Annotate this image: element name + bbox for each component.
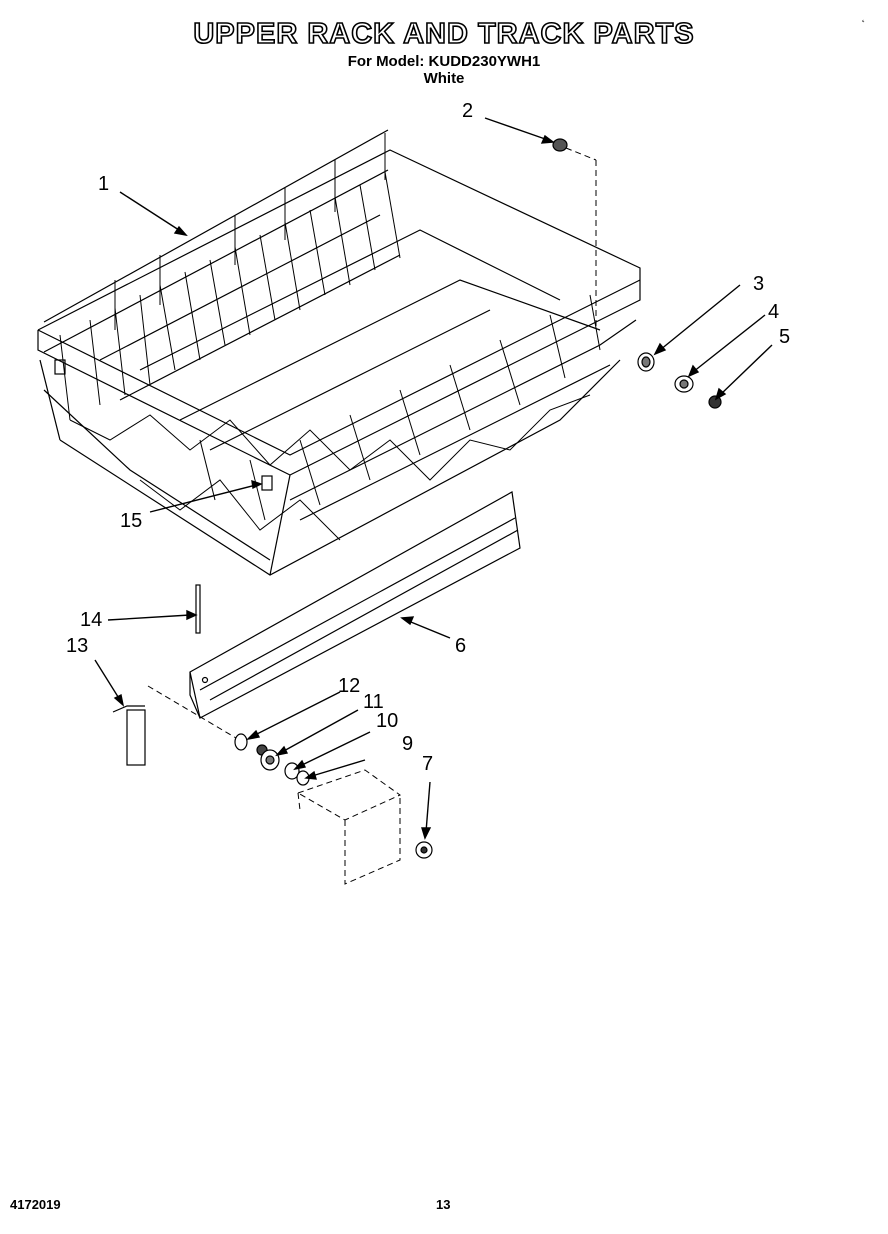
- document-number: 4172019: [10, 1197, 61, 1212]
- callout-12: 12: [338, 675, 360, 697]
- callout-3: 3: [753, 273, 764, 295]
- callout-11: 11: [363, 691, 384, 713]
- model-line: For Model: KUDD230YWH1: [347, 53, 541, 70]
- callout-9: 9: [402, 733, 413, 755]
- callout-15: 15: [120, 510, 142, 532]
- rack-rail: [189, 491, 521, 719]
- diagram-title: UPPER RACK AND TRACK PARTS: [193, 17, 695, 51]
- callout-10: 10: [376, 710, 398, 732]
- small-parts: [112, 138, 722, 859]
- callout-2: 2: [462, 100, 473, 122]
- callout-6: 6: [455, 635, 466, 657]
- leader-lines: [94, 117, 773, 840]
- callout-7: 7: [422, 753, 433, 775]
- callout-labels: 1 2 3 4 5 6 7 9 10 11 12 13 14 15: [66, 100, 790, 775]
- callout-13: 13: [66, 635, 88, 657]
- callout-14: 14: [80, 609, 102, 631]
- callout-1: 1: [98, 173, 109, 195]
- page-number: 13: [436, 1197, 451, 1212]
- color-line: White: [423, 70, 465, 87]
- callout-5: 5: [779, 326, 790, 348]
- dashed-housing: [147, 147, 597, 885]
- corner-mark: ˛: [862, 12, 866, 23]
- upper-rack: [37, 129, 641, 576]
- callout-4: 4: [768, 301, 779, 323]
